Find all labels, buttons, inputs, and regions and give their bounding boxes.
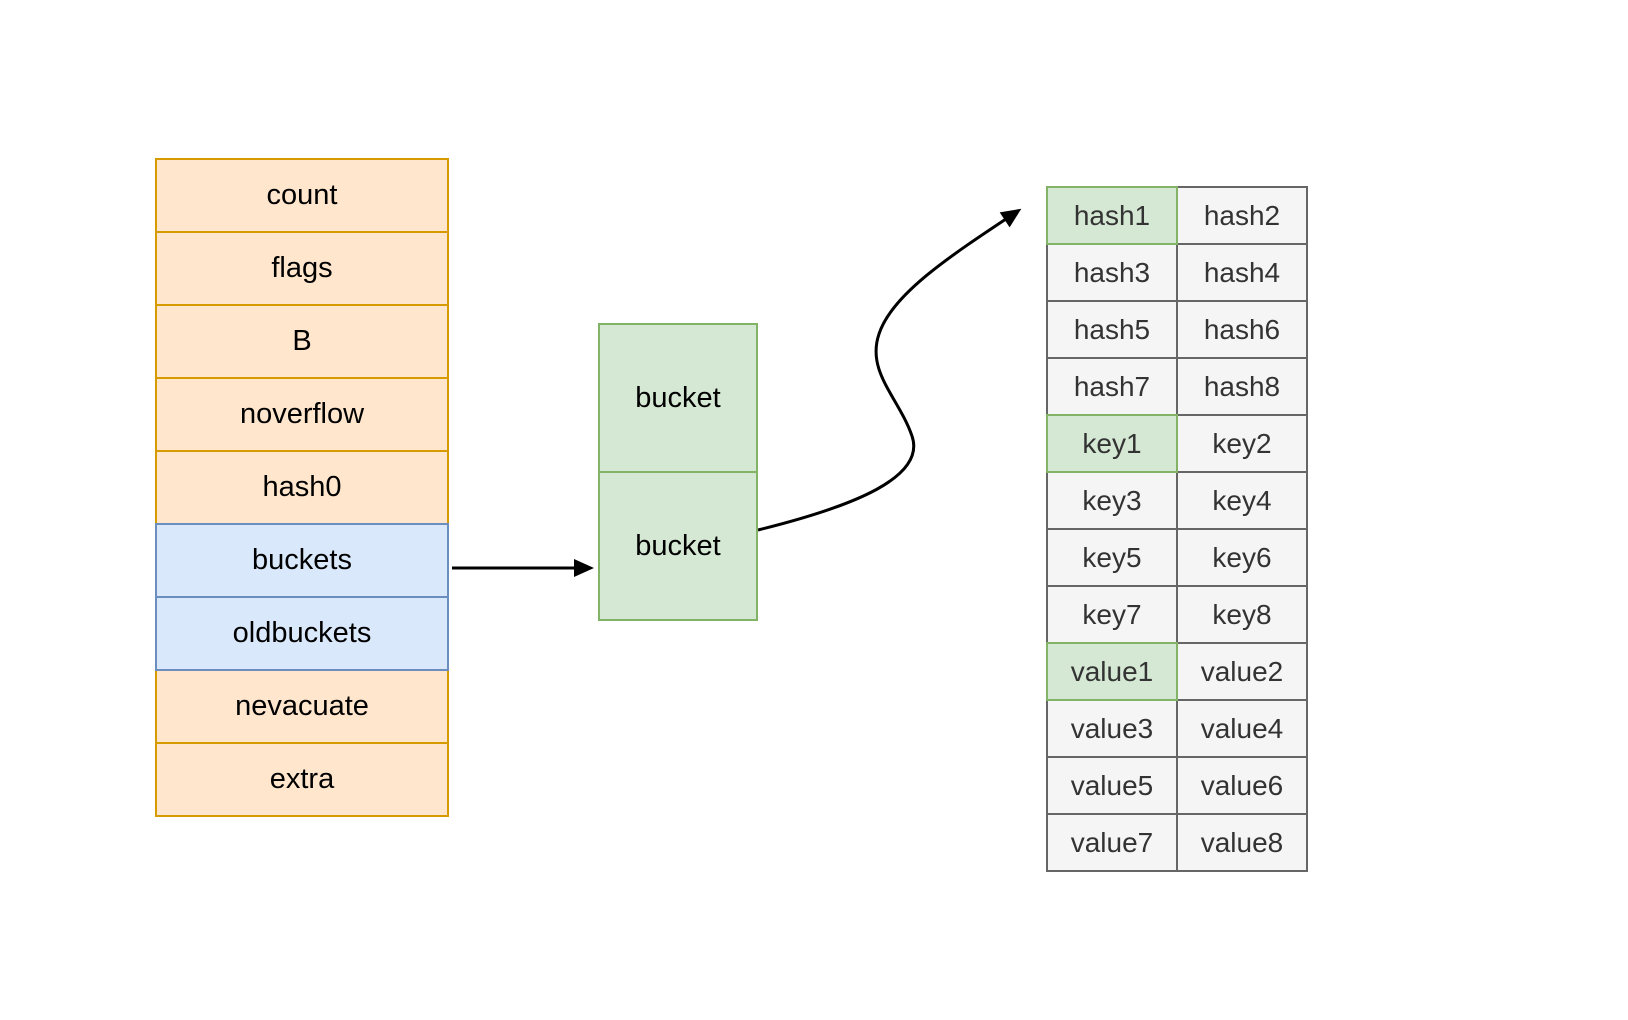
- slot-cell-value4: value4: [1176, 699, 1308, 758]
- slot-cell-value6: value6: [1176, 756, 1308, 815]
- slot-cell-hash6: hash6: [1176, 300, 1308, 359]
- hmap-field-label: extra: [269, 763, 335, 795]
- hmap-field-label: nevacuate: [235, 690, 369, 722]
- slot-cell-value1: value1: [1046, 642, 1178, 701]
- slot-cell-value3: value3: [1046, 699, 1178, 758]
- slot-cell-key3: key3: [1046, 471, 1178, 530]
- slot-row: key1 key2: [1046, 414, 1308, 473]
- slot-row: key7 key8: [1046, 585, 1308, 644]
- slot-cell-hash4: hash4: [1176, 243, 1308, 302]
- slot-row: value3 value4: [1046, 699, 1308, 758]
- slot-cell-hash1: hash1: [1046, 186, 1178, 245]
- hmap-struct: count flags B noverflow hash0 buckets ol…: [155, 158, 449, 817]
- slot-row: key3 key4: [1046, 471, 1308, 530]
- slot-cell-hash5: hash5: [1046, 300, 1178, 359]
- slot-cell-hash8: hash8: [1176, 357, 1308, 416]
- hmap-field-buckets: buckets: [155, 523, 449, 598]
- hmap-field-label: hash0: [262, 471, 342, 503]
- hmap-field-label: flags: [271, 252, 333, 284]
- hmap-field-oldbuckets: oldbuckets: [155, 596, 449, 671]
- hmap-field-noverflow: noverflow: [155, 377, 449, 452]
- slot-cell-key4: key4: [1176, 471, 1308, 530]
- slot-cell-key8: key8: [1176, 585, 1308, 644]
- hmap-field-B: B: [155, 304, 449, 379]
- slot-row: key5 key6: [1046, 528, 1308, 587]
- hmap-field-hash0: hash0: [155, 450, 449, 525]
- hmap-field-flags: flags: [155, 231, 449, 306]
- slot-cell-hash2: hash2: [1176, 186, 1308, 245]
- slot-row: value1 value2: [1046, 642, 1308, 701]
- slot-row: hash1 hash2: [1046, 186, 1308, 245]
- hmap-field-label: noverflow: [239, 398, 365, 430]
- slot-cell-value5: value5: [1046, 756, 1178, 815]
- bucket-cell-2: bucket: [598, 471, 758, 621]
- slot-cell-key6: key6: [1176, 528, 1308, 587]
- hmap-field-nevacuate: nevacuate: [155, 669, 449, 744]
- slot-row: value7 value8: [1046, 813, 1308, 872]
- hmap-field-count: count: [155, 158, 449, 233]
- bucket-to-slots-arrow: [757, 208, 1022, 532]
- slot-cell-key2: key2: [1176, 414, 1308, 473]
- slot-row: hash3 hash4: [1046, 243, 1308, 302]
- slot-cell-key5: key5: [1046, 528, 1178, 587]
- bucket-cell-1: bucket: [598, 323, 758, 473]
- hmap-field-extra: extra: [155, 742, 449, 817]
- slots-table: hash1 hash2 hash3 hash4 hash5 hash6 hash…: [1046, 186, 1308, 872]
- hmap-field-label: oldbuckets: [232, 617, 372, 649]
- hmap-field-label: count: [266, 179, 338, 211]
- slot-row: hash7 hash8: [1046, 357, 1308, 416]
- slot-cell-value7: value7: [1046, 813, 1178, 872]
- bucket-array: bucket bucket: [598, 323, 758, 621]
- slot-cell-key7: key7: [1046, 585, 1178, 644]
- slot-cell-key1: key1: [1046, 414, 1178, 473]
- slot-row: hash5 hash6: [1046, 300, 1308, 359]
- slot-cell-hash7: hash7: [1046, 357, 1178, 416]
- hmap-field-label: buckets: [252, 544, 352, 576]
- slot-row: value5 value6: [1046, 756, 1308, 815]
- slot-cell-hash3: hash3: [1046, 243, 1178, 302]
- slot-cell-value2: value2: [1176, 642, 1308, 701]
- hmap-field-label: B: [292, 325, 312, 357]
- slot-cell-value8: value8: [1176, 813, 1308, 872]
